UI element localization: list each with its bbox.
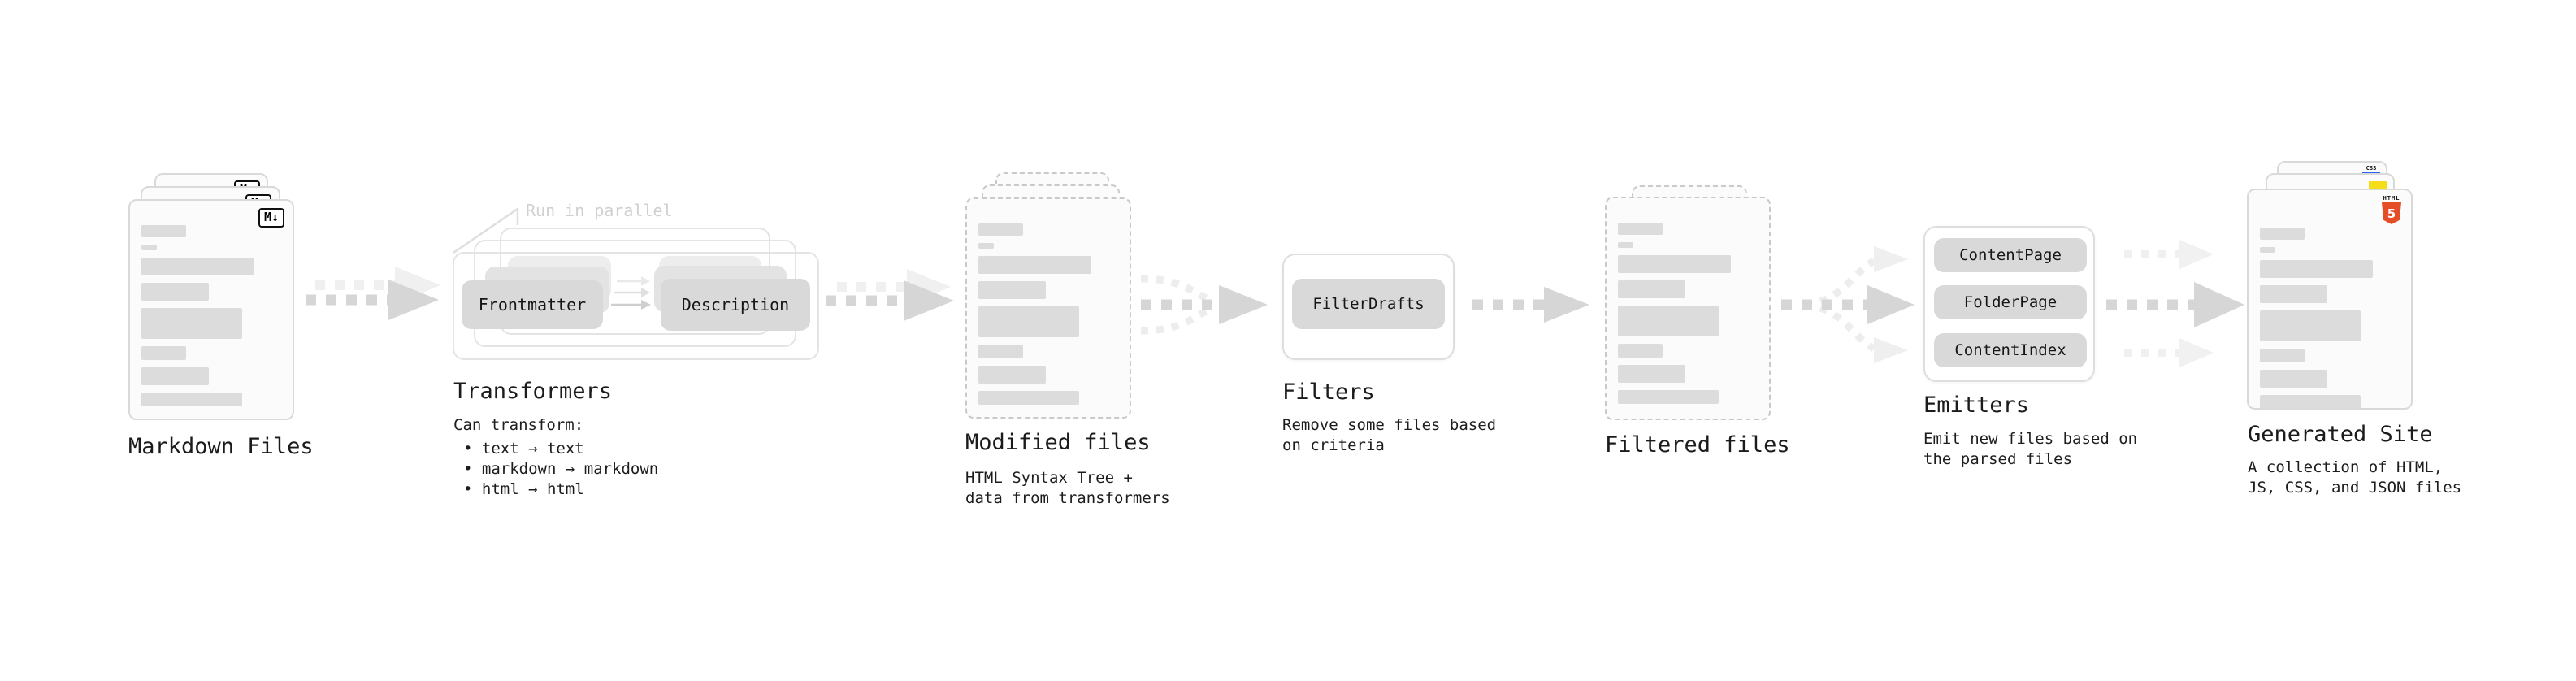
contentindex-pill: ContentIndex bbox=[1934, 333, 2087, 367]
emitters-description: Emit new files based on the parsed files bbox=[1923, 430, 2138, 468]
bullet-item: • markdown → markdown bbox=[463, 460, 659, 478]
folderpage-pill: FolderPage bbox=[1934, 285, 2087, 319]
frontmatter-pill: Frontmatter bbox=[462, 280, 603, 329]
generated-site-label: Generated Site bbox=[2248, 422, 2433, 447]
contentpage-pill: ContentPage bbox=[1934, 238, 2087, 272]
arrow-emitters-to-generated bbox=[2106, 240, 2244, 367]
html5-icon: HTML 5 bbox=[2381, 195, 2402, 224]
generated-doc-html: HTML 5 bbox=[2247, 189, 2413, 410]
filtered-doc-front bbox=[1605, 197, 1771, 420]
transformers-label: Transformers bbox=[453, 379, 613, 404]
bullet-item: • html → html bbox=[463, 480, 584, 498]
bullet-item: • text → text bbox=[463, 440, 584, 458]
transformer-box-front bbox=[453, 252, 819, 360]
arrow-filters-to-filtered bbox=[1472, 287, 1589, 323]
doc-text-placeholder bbox=[1618, 223, 1758, 404]
arrow-filtered-to-emitters bbox=[1781, 246, 1915, 363]
transformers-bullet-list: • text → text • markdown → markdown • ht… bbox=[463, 439, 658, 500]
emitters-label: Emitters bbox=[1923, 393, 2030, 418]
doc-text-placeholder bbox=[141, 225, 281, 406]
run-in-parallel-note: Run in parallel bbox=[526, 201, 673, 220]
filters-label: Filters bbox=[1282, 380, 1375, 405]
modified-doc-front bbox=[965, 197, 1131, 419]
generated-site-description: A collection of HTML, JS, CSS, and JSON … bbox=[2248, 458, 2462, 497]
doc-text-placeholder bbox=[2260, 228, 2400, 409]
markdown-doc-front: M↓ bbox=[128, 199, 294, 420]
markdown-icon: M↓ bbox=[258, 208, 284, 228]
filtered-files-label: Filtered files bbox=[1605, 432, 1790, 458]
filters-description: Remove some files based on criteria bbox=[1282, 416, 1497, 454]
js-icon bbox=[2369, 181, 2387, 190]
arrow-transformers-to-modified bbox=[826, 269, 954, 321]
modified-files-description: HTML Syntax Tree + data from transformer… bbox=[965, 469, 1170, 507]
arrow-markdown-to-transformers bbox=[306, 267, 440, 320]
filterdrafts-pill: FilterDrafts bbox=[1292, 279, 1445, 329]
doc-text-placeholder bbox=[978, 223, 1118, 405]
description-pill: Description bbox=[661, 279, 810, 331]
transformers-description: Can transform: bbox=[453, 416, 584, 434]
arrow-modified-to-filters bbox=[1140, 275, 1268, 335]
markdown-files-label: Markdown Files bbox=[128, 434, 314, 459]
modified-files-label: Modified files bbox=[965, 430, 1151, 455]
